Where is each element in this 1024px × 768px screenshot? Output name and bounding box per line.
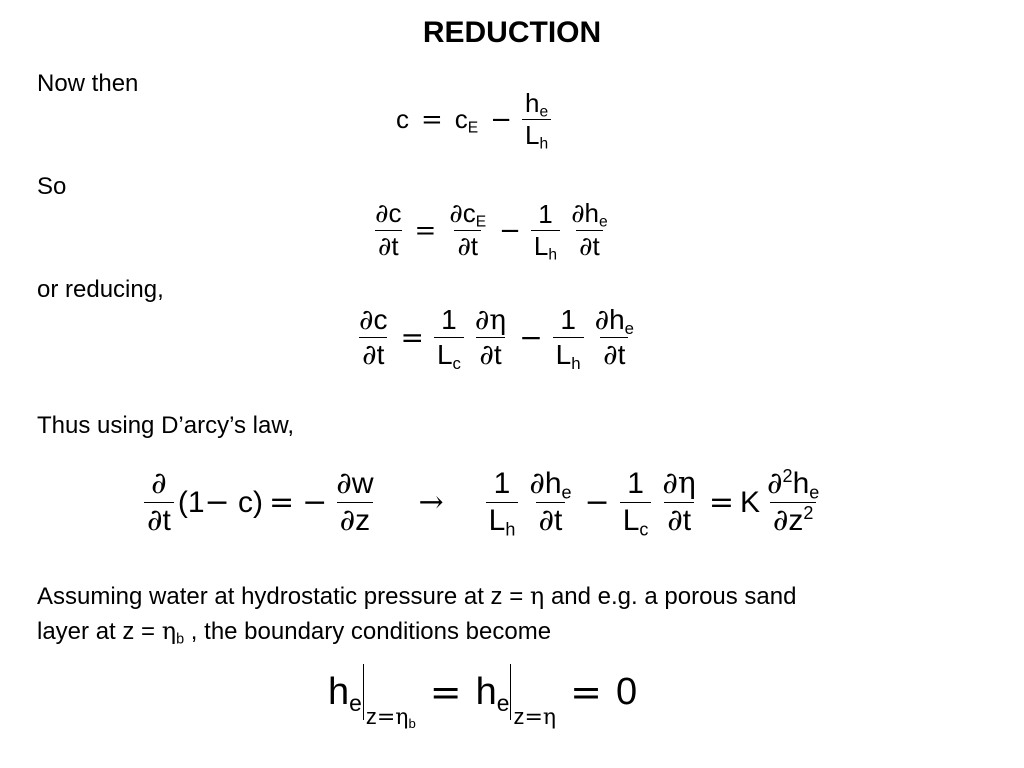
text-assuming-line2: layer at z = ηb , the boundary condition… [37, 617, 552, 648]
text-or-reducing: or reducing, [37, 276, 164, 303]
text-now-then: Now then [37, 70, 139, 97]
text-darcy: Thus using D’arcy’s law, [37, 412, 294, 439]
equation-boundary-conditions: hez=ηb=hez=η=0 [328, 664, 637, 730]
slide-title: REDUCTION [422, 16, 602, 49]
text-so: So [37, 173, 67, 200]
text-assuming-line1: Assuming water at hydrostatic pressure a… [37, 582, 797, 610]
